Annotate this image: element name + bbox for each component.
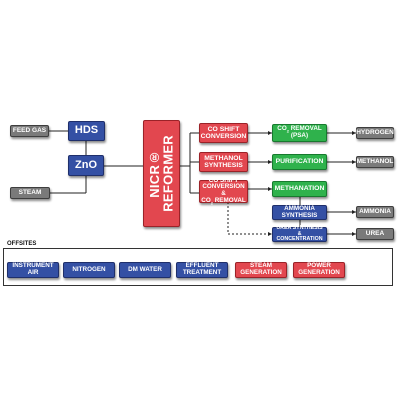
offsite-power-generation: POWER GENERATION <box>293 262 345 278</box>
offsite-effluent-treatment: EFFLUENT TREATMENT <box>176 262 228 278</box>
methanol-synthesis-unit: METHANOL SYNTHESIS <box>199 152 248 172</box>
methanol-synthesis-label: METHANOL SYNTHESIS <box>204 154 243 169</box>
steam-input: STEAM <box>10 187 50 199</box>
ammonia-synthesis-label: AMMONIA SYNTHESIS <box>281 204 318 219</box>
co2-removal-line2: (PSA) <box>290 132 309 140</box>
offsite-steam-generation: STEAM GENERATION <box>235 262 287 278</box>
purification-unit: PURIFICATION <box>272 154 327 170</box>
methanol-label: METHANOL <box>356 157 394 165</box>
co2-removal-psa-unit: CO2 REMOVAL (PSA) <box>272 124 327 142</box>
co-shift-label: CO SHIFT CONVERSION <box>200 125 247 140</box>
co-shift-2-line3: CO2 REMOVAL <box>201 196 246 205</box>
methanation-unit: METHANATION <box>272 181 327 197</box>
offsites-frame <box>3 248 393 286</box>
offsite-label: NITROGEN <box>72 265 106 273</box>
hydrogen-label: HYDROGEN <box>356 128 394 136</box>
nicr-reformer: NICR® REFORMER <box>143 120 180 227</box>
purification-label: PURIFICATION <box>275 158 324 166</box>
steam-label: STEAM <box>18 188 42 196</box>
offsite-label: INSTRUMENT AIR <box>12 262 54 276</box>
offsite-label: EFFLUENT TREATMENT <box>182 262 222 276</box>
hds-label: HDS <box>74 124 99 137</box>
ammonia-label: AMMONIA <box>359 207 391 215</box>
ammonia-synthesis-unit: AMMONIA SYNTHESIS <box>272 205 327 220</box>
reformer-line2: REFORMER <box>160 135 176 212</box>
co-shift-2-line2: CONVERSION & <box>202 183 245 198</box>
urea-product: UREA <box>356 228 394 240</box>
offsite-label: STEAM GENERATION <box>240 262 282 276</box>
methanation-label: METHANATION <box>274 185 325 193</box>
co-shift-2-line1: CO SHIFT <box>208 176 239 184</box>
offsite-instrument-air: INSTRUMENT AIR <box>7 262 59 278</box>
feed-gas-label: FEED GAS <box>12 126 47 134</box>
feed-gas-input: FEED GAS <box>10 125 49 137</box>
offsite-dm-water: DM WATER <box>119 262 171 278</box>
co-shift-conversion-unit: CO SHIFT CONVERSION <box>199 123 248 143</box>
urea-label: UREA <box>365 229 385 237</box>
urea-synthesis-unit: UREA SYNTHESIS & CONCENTRATION <box>272 225 327 243</box>
co2-removal-line1: CO2 REMOVAL <box>277 124 322 134</box>
offsites-title: OFFSITES <box>6 241 38 247</box>
offsite-nitrogen: NITROGEN <box>63 262 115 278</box>
reformer-text: NICR® REFORMER <box>146 135 176 212</box>
urea-synthesis-label: UREA SYNTHESIS & CONCENTRATION <box>276 225 323 243</box>
offsite-label: DM WATER <box>128 265 162 273</box>
ammonia-product: AMMONIA <box>356 206 394 218</box>
hds-unit: HDS <box>68 121 105 141</box>
zno-unit: ZnO <box>68 155 104 176</box>
methanol-product: METHANOL <box>356 156 394 168</box>
reformer-line1: NICR® <box>146 149 162 198</box>
co-shift-co2-removal-unit: CO SHIFT CONVERSION & CO2 REMOVAL <box>199 176 248 205</box>
zno-label: ZnO <box>75 158 97 171</box>
offsite-label: POWER GENERATION <box>298 262 340 276</box>
hydrogen-product: HYDROGEN <box>356 127 394 139</box>
